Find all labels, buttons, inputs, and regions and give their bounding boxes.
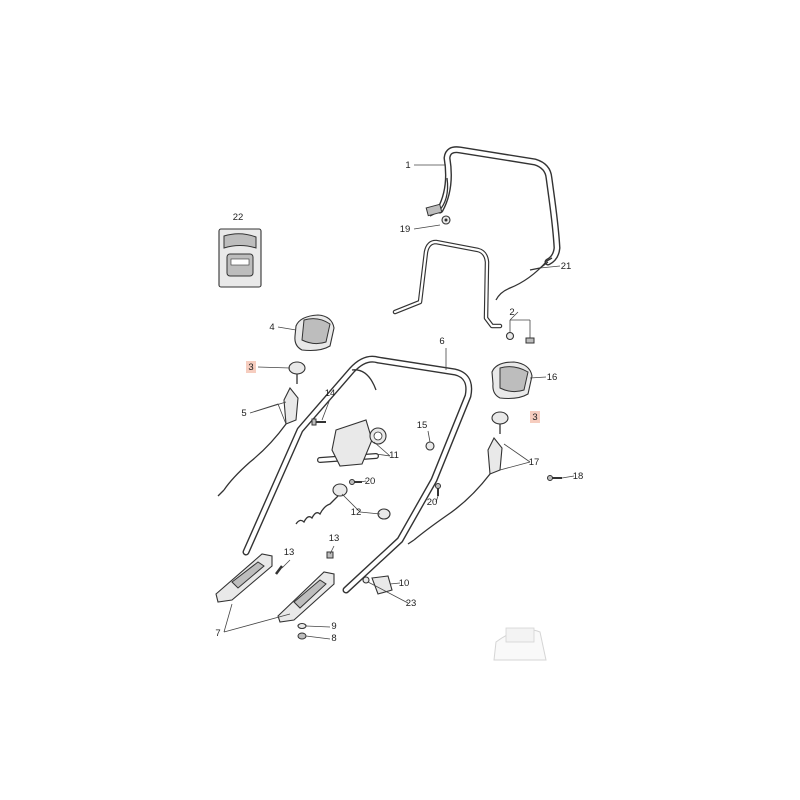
callout-highlight (530, 411, 540, 423)
callout-c14: 14 (325, 388, 336, 399)
part-11-bracket (331, 419, 387, 467)
wire-support-frame (392, 239, 503, 329)
callout-number: 20 (427, 497, 438, 508)
callout-number: 2 (509, 307, 514, 318)
callout-c20a: 20 (365, 476, 376, 487)
part-15-bolt (425, 441, 435, 451)
part-3-knob-left (288, 361, 306, 384)
callout-number: 16 (547, 372, 558, 383)
callout-c3b: 3 (530, 411, 540, 423)
part-8-nut (297, 632, 307, 640)
callout-c6: 6 (439, 336, 444, 347)
callout-c17: 17 (529, 457, 540, 468)
callout-c22: 22 (233, 212, 244, 223)
callout-c15: 15 (417, 420, 428, 431)
callout-c10: 10 (399, 578, 410, 589)
callout-number: 22 (233, 212, 244, 223)
part-10-block (371, 575, 393, 595)
callout-c21: 21 (561, 261, 572, 272)
callout-c13b: 13 (329, 533, 340, 544)
callout-c18: 18 (573, 471, 584, 482)
part-16-control-housing (491, 361, 533, 400)
callout-number: 13 (329, 533, 340, 544)
callout-number: 13 (284, 547, 295, 558)
callout-number: 4 (269, 322, 274, 333)
callout-c20b: 20 (427, 497, 438, 508)
callout-number: 3 (248, 362, 253, 373)
part-22-decal (218, 228, 262, 288)
callout-c2: 2 (509, 307, 514, 318)
callout-c13a: 13 (284, 547, 295, 558)
callout-number: 15 (417, 420, 428, 431)
part-19-nut (441, 215, 451, 225)
part-12-spring (295, 483, 391, 525)
part-7-bracket-right (277, 571, 335, 623)
callout-number: 19 (400, 224, 411, 235)
callout-number: 17 (529, 457, 540, 468)
callout-c19: 19 (400, 224, 411, 235)
leader-lines (223, 164, 575, 640)
callout-number: 8 (331, 633, 336, 644)
callout-number: 7 (215, 628, 220, 639)
callout-number: 18 (573, 471, 584, 482)
part-13-screw-a (275, 565, 283, 575)
callout-c11: 11 (389, 450, 399, 461)
callout-number: 20 (365, 476, 376, 487)
callout-number: 11 (389, 450, 399, 461)
part-9-washer (297, 622, 307, 630)
part-4-control-housing (294, 314, 335, 352)
part-1-upper-handle (425, 146, 561, 271)
callout-number: 12 (351, 507, 362, 518)
part-7-bracket-left (215, 553, 273, 603)
callout-c9: 9 (331, 621, 336, 632)
callout-highlight (246, 361, 256, 373)
part-5-lever-left (217, 386, 299, 497)
part-17-lever-right (407, 436, 503, 545)
part-3-knob-right (491, 411, 509, 434)
callout-number: 14 (325, 388, 336, 399)
part-14-screw (311, 418, 326, 426)
callout-c1: 1 (405, 160, 410, 171)
callout-c12: 12 (351, 507, 362, 518)
callout-number: 5 (241, 408, 246, 419)
callout-number: 23 (406, 598, 417, 609)
callout-c7: 7 (215, 628, 220, 639)
part-2-fasteners (505, 319, 535, 344)
part-23-washer (362, 576, 370, 584)
callout-c16: 16 (547, 372, 558, 383)
part-21-cable (495, 257, 553, 301)
callout-number: 1 (405, 160, 410, 171)
part-13-screw-b (326, 551, 334, 559)
mower-deck-faint (493, 627, 547, 661)
part-20-screw-b (435, 483, 441, 496)
part-18-screw (547, 475, 562, 481)
callout-number: 6 (439, 336, 444, 347)
callout-c4: 4 (269, 322, 274, 333)
callout-number: 10 (399, 578, 410, 589)
callout-c23: 23 (406, 598, 417, 609)
part-6-lower-handle (242, 355, 473, 594)
callout-number: 3 (532, 412, 537, 423)
callout-number: 9 (331, 621, 336, 632)
callout-number: 21 (561, 261, 572, 272)
callout-c8: 8 (331, 633, 336, 644)
callout-c3a: 3 (246, 361, 256, 373)
callout-c5: 5 (241, 408, 246, 419)
